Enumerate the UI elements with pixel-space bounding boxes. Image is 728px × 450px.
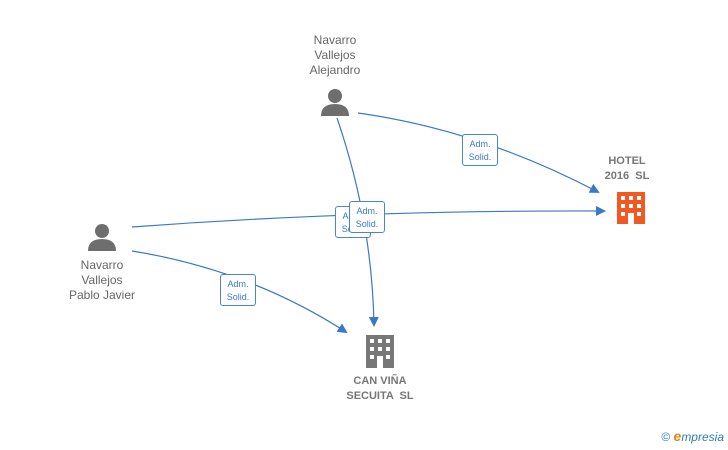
person-icon[interactable] <box>321 89 349 116</box>
building-icon[interactable] <box>366 335 394 368</box>
edge-tag-pablo-canvina[interactable]: Adm. Solid. <box>220 274 256 306</box>
person-icon[interactable] <box>88 224 116 251</box>
building-icon[interactable] <box>617 192 645 224</box>
person-label-pablo[interactable]: Navarro Vallejos Pablo Javier <box>68 258 136 302</box>
company-label-canvina[interactable]: CAN VIÑA SECUITA SL <box>346 375 414 402</box>
edge-tag-pablo-hotel[interactable]: Adm. Solid. <box>349 201 385 233</box>
brand-logo: © empresia <box>661 428 724 444</box>
edge-tag-alejandro-hotel[interactable]: Adm. Solid. <box>462 134 498 166</box>
person-label-alejandro[interactable]: Navarro Vallejos Alejandro <box>309 33 361 77</box>
company-label-hotel[interactable]: HOTEL 2016 SL <box>604 155 650 182</box>
